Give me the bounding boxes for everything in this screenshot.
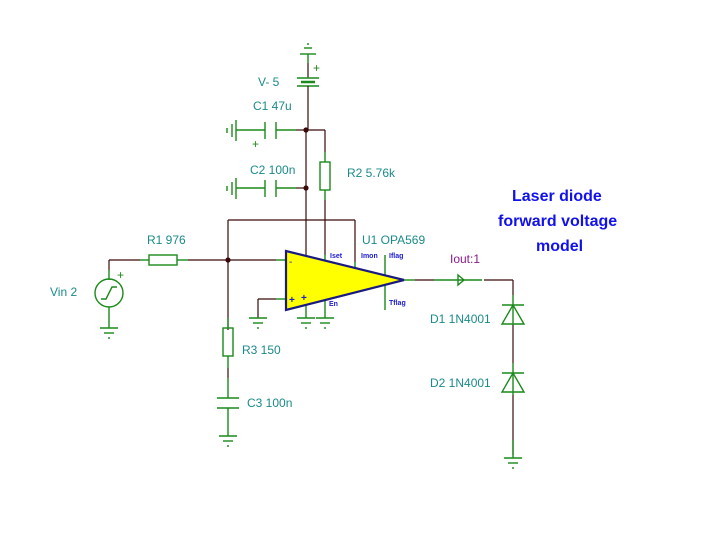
c2-label: C2 100n (250, 163, 295, 177)
capacitor-c1[interactable]: + (226, 120, 308, 151)
resistor-r3[interactable] (222, 318, 234, 378)
battery-plus-sign: + (313, 61, 320, 75)
opamp-inv-sign: - (289, 257, 292, 268)
opamp-noninv-sign-2: + (301, 293, 307, 304)
d1-label: D1 1N4001 (430, 312, 491, 326)
u1-label: U1 OPA569 (362, 233, 425, 247)
pin-imon-label: Imon (361, 253, 378, 260)
r2-label: R2 5.76k (347, 166, 396, 180)
resistor-r2[interactable] (319, 152, 331, 200)
c3-label: C3 100n (247, 396, 292, 410)
diode-d2[interactable] (500, 363, 526, 395)
ground-symbol (504, 440, 522, 469)
opamp-noninv-sign: + (289, 295, 295, 306)
opamp-u1[interactable]: - + + Iset Imon Iflag Tflag En (249, 249, 406, 329)
vin-label: Vin 2 (50, 285, 77, 299)
capacitor-c2[interactable] (226, 178, 306, 199)
probe-label: Iout:1 (450, 252, 480, 266)
c1-plus-sign: + (252, 137, 259, 151)
diode-d1[interactable] (500, 295, 526, 325)
pin-tflag-label: Tflag (389, 300, 406, 307)
pin-en-label: En (329, 301, 338, 308)
title-line-3: model (536, 238, 583, 255)
resistor-r1[interactable] (140, 254, 228, 266)
c1-label: C1 47u (253, 99, 292, 113)
battery-label: V- 5 (258, 75, 280, 89)
r3-label: R3 150 (242, 343, 281, 357)
pin-iset-label: Iset (330, 253, 343, 260)
title-line-1: Laser diode (512, 188, 602, 205)
r1-label: R1 976 (147, 233, 186, 247)
capacitor-c3[interactable] (217, 378, 239, 447)
voltage-source-vin[interactable]: + (94, 259, 140, 339)
current-probe-iout[interactable] (434, 273, 482, 287)
pin-iflag-label: Iflag (389, 253, 403, 260)
battery-v-minus[interactable]: + (297, 43, 320, 130)
d2-label: D2 1N4001 (430, 376, 491, 390)
title-line-2: forward voltage (498, 213, 617, 230)
vin-plus-sign: + (117, 268, 124, 282)
